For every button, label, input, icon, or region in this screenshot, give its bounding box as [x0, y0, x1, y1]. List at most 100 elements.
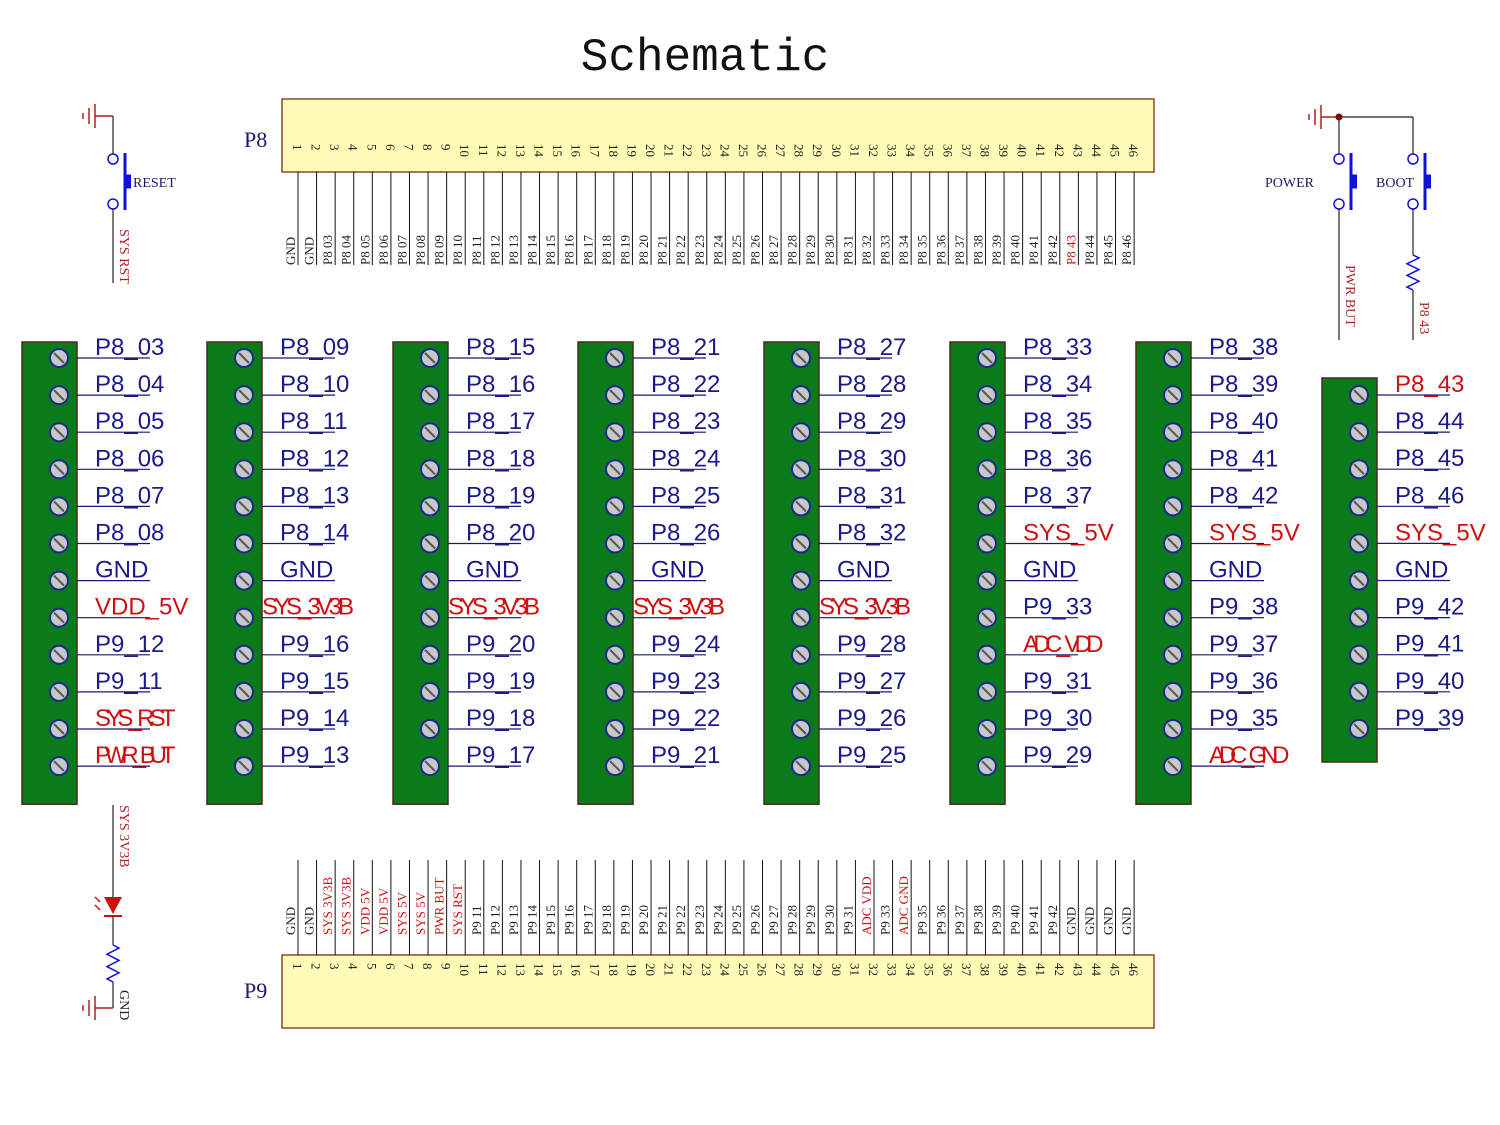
terminal-label: P9_25 [837, 742, 906, 769]
screw-slot [1353, 389, 1365, 401]
pin-number: 12 [494, 144, 509, 157]
pin-signal-label: P9 40 [1008, 905, 1023, 935]
pin-number: 40 [1015, 963, 1030, 976]
screw-slot [424, 686, 436, 698]
pin-signal-label: P8 44 [1082, 235, 1097, 265]
screw-slot [238, 723, 250, 735]
pin-number: 45 [1108, 144, 1123, 157]
pin-signal-label: P8 23 [692, 235, 707, 265]
pin-number: 23 [699, 144, 714, 157]
screw-slot [795, 500, 807, 513]
terminal-label: P9_23 [651, 668, 720, 695]
pin-signal-label: SYS 5V [413, 891, 428, 935]
screw-slot [795, 649, 807, 661]
screw-slot [53, 686, 65, 698]
terminal-label: P9_18 [466, 705, 535, 732]
pin-signal-label: P8 21 [655, 235, 670, 265]
pin-number: 16 [569, 144, 584, 158]
power-switch-label: POWER [1265, 176, 1315, 191]
pin-signal-label: P9 12 [487, 905, 502, 935]
pin-signal-label: P8 31 [840, 235, 855, 265]
screw-slot [238, 574, 250, 587]
pin-signal-label: P9 28 [785, 905, 800, 935]
terminal-label: SYS_5V [1209, 520, 1300, 547]
pin-number: 13 [513, 963, 528, 976]
terminal-label: GND [651, 557, 704, 584]
terminal-label: SYS_3V3B [262, 594, 354, 621]
terminal-label: P9_17 [466, 742, 535, 769]
screw-slot [981, 649, 993, 661]
screw-slot [795, 723, 807, 735]
pin-number: 32 [866, 963, 881, 976]
pin-signal-label: GND [1119, 907, 1134, 935]
terminal-label: P9_24 [651, 631, 720, 658]
terminal-block-body [1135, 341, 1192, 805]
pin-number: 5 [364, 144, 379, 151]
screw-slot [609, 463, 621, 476]
terminal-label: P9_11 [95, 668, 163, 695]
pin-number: 27 [773, 144, 788, 158]
pin-number: 26 [755, 144, 770, 158]
pin-number: 19 [624, 144, 639, 157]
screw-slot [981, 611, 993, 624]
pin-number: 32 [866, 144, 881, 157]
screw-slot [981, 723, 993, 735]
pin-signal-label: P9 26 [748, 905, 763, 935]
pin-number: 29 [810, 963, 825, 976]
screw-slot [1353, 426, 1365, 438]
screw-slot [238, 649, 250, 661]
terminal-label: P8_29 [837, 408, 906, 435]
pin-signal-label: P8 33 [878, 235, 893, 265]
screw-slot [1167, 352, 1179, 364]
pin-signal-label: P9 39 [989, 905, 1004, 935]
pin-number: 42 [1052, 963, 1067, 976]
screw-slot [795, 463, 807, 476]
pin-signal-label: P8 27 [766, 235, 781, 265]
screw-slot [238, 463, 250, 476]
terminal-block: P8_27P8_28P8_29P8_30P8_31P8_32GNDSYS_3V3… [763, 334, 911, 805]
pin-signal-label: P8 03 [320, 235, 335, 265]
pin-signal-label: P8 40 [1008, 235, 1023, 265]
screw-slot [609, 352, 621, 364]
terminal-label: P8_20 [466, 520, 535, 547]
terminal-label: ADC_VDD [1023, 631, 1104, 658]
screw-slot [424, 352, 436, 364]
pin-number: 8 [420, 963, 435, 970]
terminal-label: P9_16 [280, 631, 349, 658]
pin-number: 24 [717, 144, 732, 158]
pin-number: 11 [476, 963, 491, 976]
terminal-block-body [392, 341, 449, 805]
screw-slot [238, 389, 250, 401]
screw-slot [609, 723, 621, 735]
pin-signal-label: P8 30 [822, 235, 837, 265]
terminal-label: P8_10 [280, 371, 349, 398]
pin-number: 39 [996, 963, 1011, 976]
pin-number: 11 [476, 144, 491, 157]
screw-slot [1167, 723, 1179, 735]
screw-slot [53, 463, 65, 476]
terminal-label: P8_35 [1023, 408, 1092, 435]
terminal-label: P8_45 [1395, 445, 1464, 472]
pin-signal-label: P8 28 [785, 235, 800, 265]
pin-signal-label: GND [283, 237, 298, 265]
pin-signal-label: P8 11 [469, 236, 484, 266]
pin-signal-label: P8 25 [729, 235, 744, 265]
pin-number: 43 [1070, 963, 1085, 976]
screw-slot [424, 537, 436, 550]
terminal-block: P8_21P8_22P8_23P8_24P8_25P8_26GNDSYS_3V3… [577, 334, 725, 805]
p8-header-body [281, 98, 1155, 173]
pin-signal-label: GND [302, 237, 317, 265]
pin-number: 39 [996, 144, 1011, 157]
pin-signal-label: P8 14 [525, 235, 540, 265]
pin-signal-label: P8 16 [562, 235, 577, 265]
screw-slot [238, 537, 250, 550]
pin-number: 42 [1052, 144, 1067, 157]
switch-contact [1333, 153, 1345, 165]
terminal-label: P8_41 [1209, 445, 1278, 472]
pin-signal-label: SYS 5V [394, 891, 409, 935]
terminal-label: P8_14 [280, 520, 349, 547]
screw-slot [238, 500, 250, 513]
p9-header-label: P9 [244, 978, 267, 1003]
